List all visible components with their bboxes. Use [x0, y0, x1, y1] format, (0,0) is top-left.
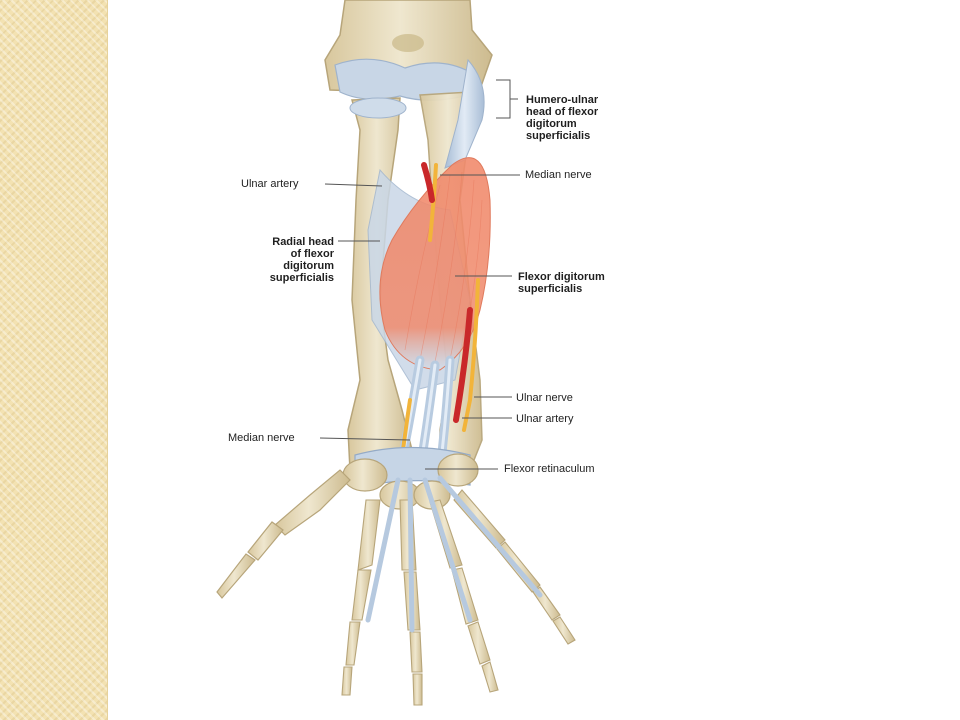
- decorative-side-band: [0, 0, 108, 720]
- label-line: of flexor: [290, 248, 334, 260]
- label-line: digitorum: [283, 260, 334, 272]
- label-median-nerve-lower: Median nerve: [228, 432, 295, 444]
- finger-tendons: [365, 475, 543, 633]
- label-line: superficialis: [526, 130, 591, 142]
- label-ulnar-artery-left: Ulnar artery: [241, 178, 299, 190]
- label-flexor-retinaculum: Flexor retinaculum: [504, 463, 595, 475]
- ulnar-nerve-path: [462, 278, 480, 432]
- label-line: superficialis: [518, 283, 583, 295]
- label-humero-ulnar-head: Humero-ulnar head of flexor digitorum su…: [526, 94, 598, 142]
- label-ulnar-nerve: Ulnar nerve: [516, 392, 573, 404]
- label-line: Flexor digitorum: [518, 271, 605, 283]
- label-line: digitorum: [526, 118, 577, 130]
- label-ulnar-artery-right: Ulnar artery: [516, 413, 574, 425]
- label-line: superficialis: [269, 272, 334, 284]
- label-line: head of flexor: [526, 106, 599, 118]
- label-line: Radial head: [272, 236, 334, 248]
- label-line: Humero-ulnar: [526, 94, 599, 106]
- finger-bones: [341, 489, 576, 706]
- label-leader-lines: [319, 79, 520, 470]
- humerus-bone: [324, 0, 493, 101]
- label-radial-head: Radial head of flexor digitorum superfic…: [232, 236, 334, 284]
- label-flexor-digitorum-superficialis: Flexor digitorum superficialis: [518, 271, 605, 295]
- label-median-nerve-upper: Median nerve: [525, 169, 592, 181]
- thumb-bones: [216, 469, 351, 599]
- fds-muscle-belly: [379, 157, 491, 371]
- ulnar-artery-path: [421, 162, 473, 423]
